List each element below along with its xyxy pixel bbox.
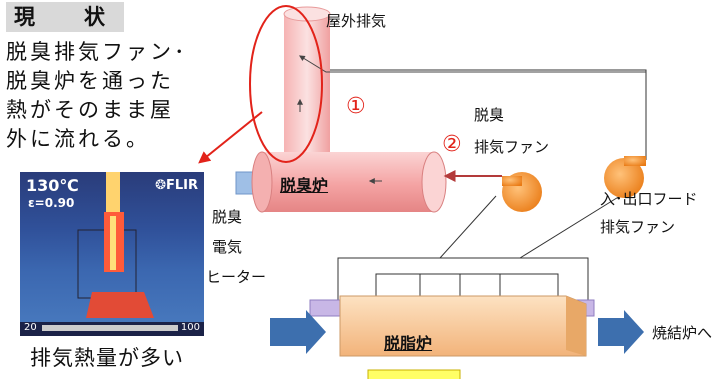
label-degreasing-furnace: 脱脂炉 <box>384 334 433 353</box>
label-circle-1: ① <box>346 94 366 119</box>
flir-logo: ❂FLIR <box>155 178 198 193</box>
highlight-ellipse <box>249 5 323 163</box>
duct-lines <box>306 69 647 300</box>
pointer-arrow <box>198 111 263 164</box>
label-hood-fan-1: 入･出口フード <box>600 190 698 208</box>
degreasing-body <box>339 295 587 357</box>
fan1-duct <box>439 195 497 259</box>
label-deodorize-fan-2: 排気ファン <box>474 138 550 156</box>
thermal-temp: 130℃ <box>26 176 79 195</box>
furnace-right-cap <box>421 151 447 213</box>
top-exhaust-arrow <box>298 55 646 73</box>
thermal-caption: 排気熱量が多い <box>30 346 184 370</box>
label-heater-1: 脱臭 <box>212 208 243 226</box>
thermal-scale-max: 100 <box>180 322 200 333</box>
top-duct <box>306 69 647 160</box>
deodorize-fan <box>502 172 542 212</box>
label-heater-2: 電気 <box>212 238 243 256</box>
fan1-outlet <box>502 176 522 186</box>
label-circle-2: ② <box>442 132 462 157</box>
thermal-image: 130℃ ε=0.90 ❂FLIR 20 100 <box>20 172 204 336</box>
status-title: 現 状 <box>6 2 124 32</box>
yellow-highlight <box>367 369 461 379</box>
thermal-scale-min: 20 <box>24 322 37 333</box>
degreasing-furnace <box>309 295 595 357</box>
fan2-outlet <box>624 156 646 166</box>
description-line: 脱臭排気ファン･ <box>6 40 188 64</box>
thermal-hot-base <box>86 292 154 318</box>
chimney-body <box>284 14 330 166</box>
label-to-sintering: 焼結炉へ <box>652 324 713 342</box>
furnace-left-cap <box>251 151 273 213</box>
hood-fan <box>604 156 646 198</box>
fan2-circle <box>604 158 644 198</box>
output-arrow-icon <box>598 310 644 354</box>
thermal-hot-core <box>110 216 116 270</box>
fan2-duct <box>519 195 621 259</box>
thermal-scene <box>20 172 204 336</box>
thermal-hot-top <box>106 172 120 212</box>
label-hood-fan-2: 排気ファン <box>600 218 676 236</box>
label-deodorize-furnace: 脱臭炉 <box>280 176 329 195</box>
hood-manifold <box>337 257 589 300</box>
hood-inner <box>375 273 559 300</box>
chimney <box>283 6 331 166</box>
description-line: 熱がそのまま屋 <box>6 98 174 122</box>
degreasing-side <box>566 296 586 356</box>
input-arrow-icon <box>270 310 326 354</box>
description: 脱臭排気ファン･ 脱臭炉を通った 熱がそのまま屋 外に流れる。 <box>6 38 212 154</box>
thermal-scale-bar <box>42 325 178 331</box>
label-heater-3: ヒーター <box>206 268 267 286</box>
description-line: 外に流れる。 <box>6 127 150 151</box>
label-outdoor-exhaust: 屋外排気 <box>326 12 387 30</box>
description-line: 脱臭炉を通った <box>6 69 174 93</box>
thermal-emissivity: ε=0.90 <box>28 196 75 210</box>
label-deodorize-fan-1: 脱臭 <box>474 106 505 124</box>
deodorize-furnace <box>235 151 447 213</box>
